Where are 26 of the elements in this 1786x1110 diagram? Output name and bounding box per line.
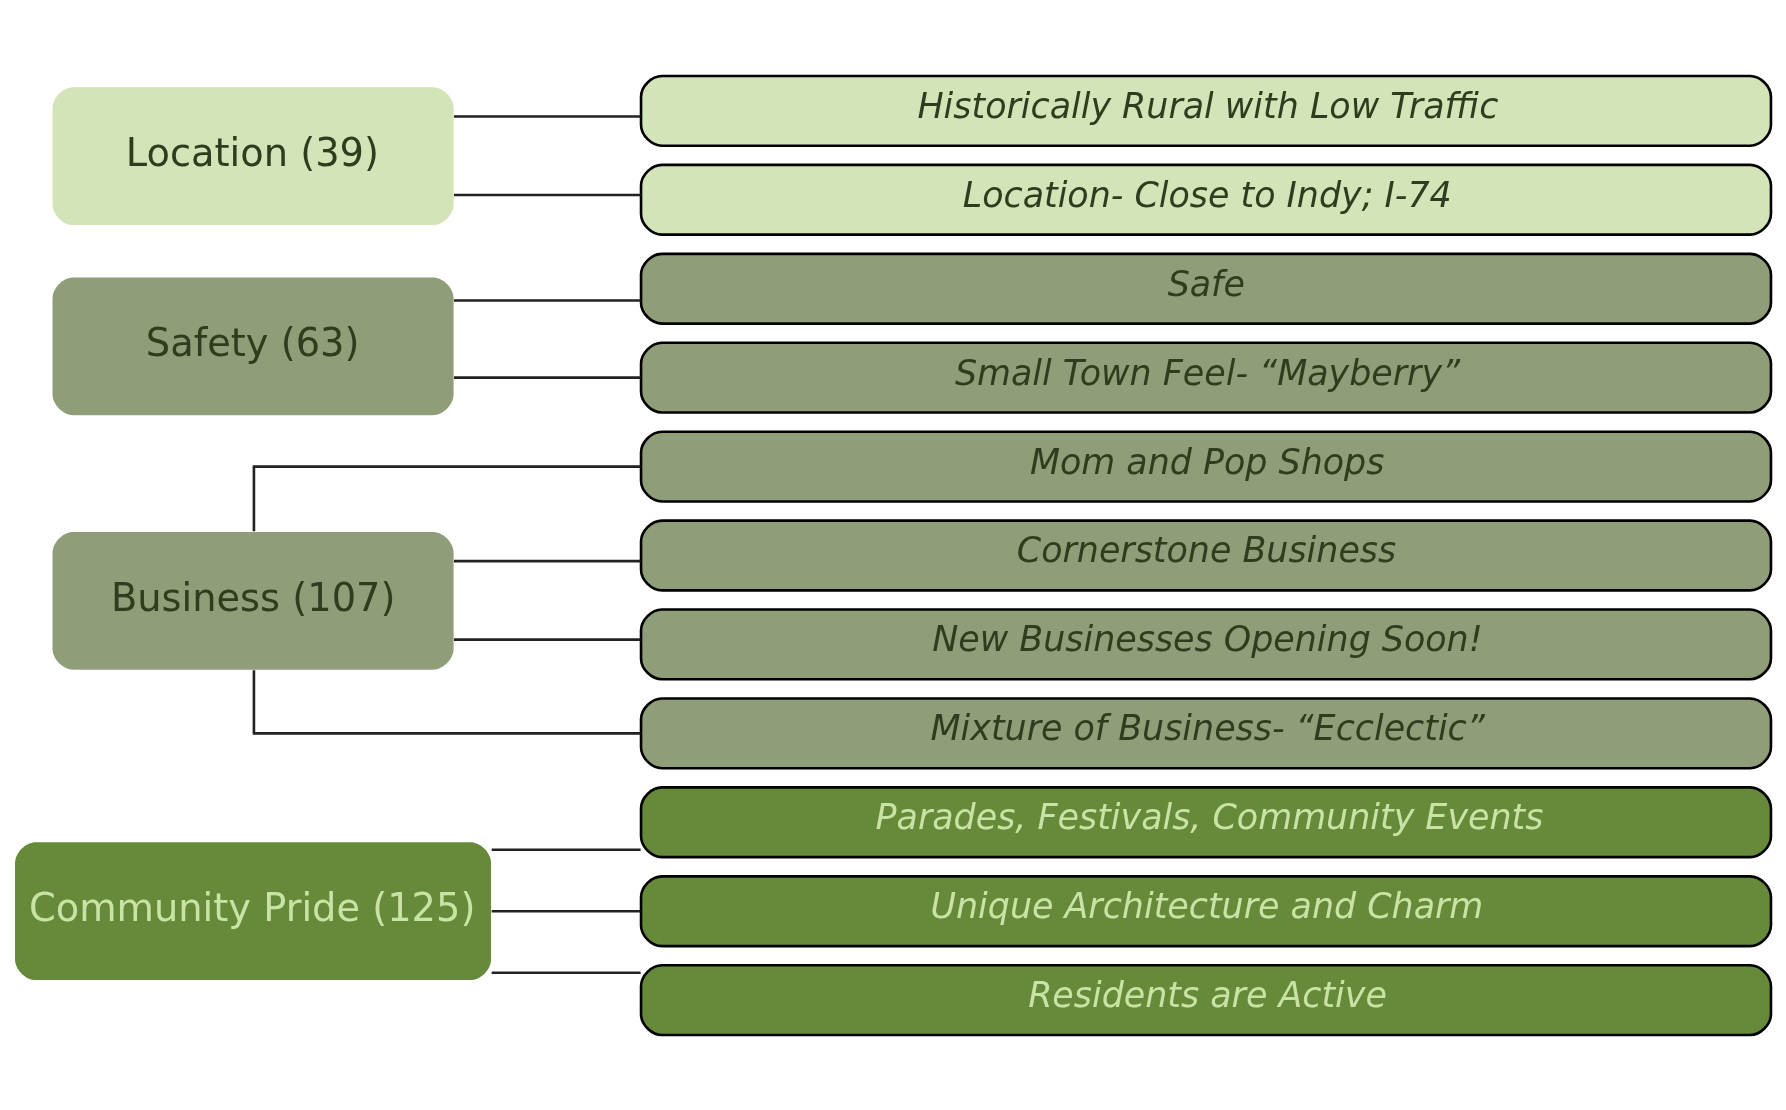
node-box: Location (39) bbox=[52, 86, 454, 225]
node-box: Mom and Pop Shops bbox=[639, 429, 1773, 503]
node-box: Mixture of Business- “Ecclectic” bbox=[639, 696, 1773, 770]
connector bbox=[454, 193, 641, 196]
connector bbox=[454, 375, 641, 379]
connector bbox=[454, 637, 641, 641]
node-box: Location- Close to Indy; I-74 bbox=[639, 163, 1773, 236]
node-box: Cornerstone Business bbox=[639, 518, 1773, 592]
connector bbox=[252, 464, 641, 531]
node-box: Safety (63) bbox=[52, 276, 454, 415]
node-box: Parades, Festivals, Community Events bbox=[639, 785, 1773, 858]
connector bbox=[252, 669, 641, 735]
connector bbox=[491, 970, 641, 974]
connector bbox=[491, 847, 641, 851]
node-box: Historically Rural with Low Traffic bbox=[639, 74, 1773, 147]
connector bbox=[454, 114, 641, 118]
node-box: Small Town Feel- “Mayberry” bbox=[639, 340, 1773, 414]
node-box: Unique Architecture and Charm bbox=[639, 874, 1773, 947]
node-box: Business (107) bbox=[52, 531, 454, 670]
node-box: Community Pride (125) bbox=[15, 841, 492, 980]
connector bbox=[491, 909, 641, 913]
connector bbox=[454, 298, 641, 302]
connector bbox=[454, 559, 641, 562]
node-box: Safe bbox=[639, 252, 1773, 325]
node-box: New Businesses Opening Soon! bbox=[639, 607, 1773, 681]
node-box: Residents are Active bbox=[639, 963, 1773, 1036]
